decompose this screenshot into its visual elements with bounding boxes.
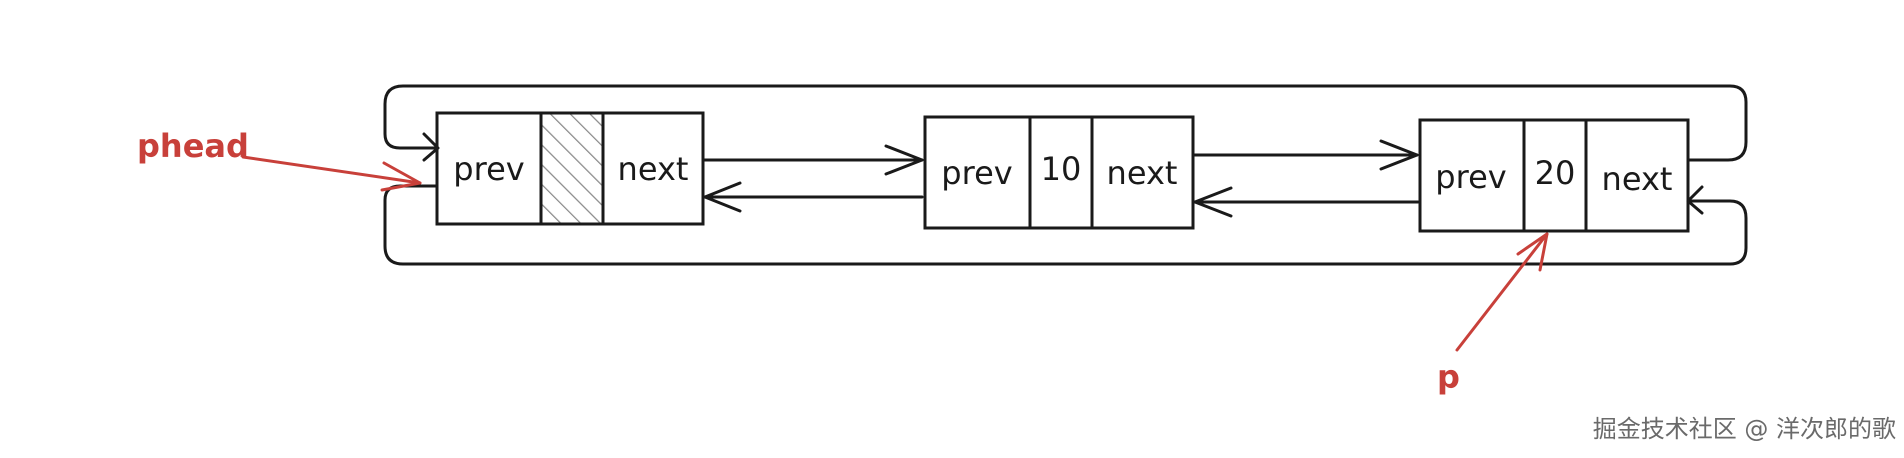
next-link-1-to-2-arrowhead [1379,139,1419,171]
node-2-prev-label: prev [1435,158,1506,196]
node-2-data-label: 20 [1535,154,1576,192]
node-2: prev 20 next [1418,118,1690,233]
node-1-prev-label: prev [941,154,1012,192]
node-1-next-label: next [1107,154,1178,192]
watermark-text: 掘金技术社区 @ 洋次郎的歌 [1593,415,1896,443]
node-head: prev next [435,111,705,226]
node-1: prev 10 next [923,115,1195,230]
node-head-next-label: next [618,150,689,188]
node-head-prev-label: prev [453,150,524,188]
node-1-data-label: 10 [1041,150,1082,188]
node-1-box [923,115,1195,230]
p-arrowhead [1516,232,1549,272]
p-arrow [1455,232,1549,352]
prev-link-1-to-0-arrowhead [703,181,742,213]
phead-arrowhead [380,161,422,192]
prev-link-2-to-1-arrowhead [1193,186,1233,218]
phead-label: phead [137,127,249,165]
phead-arrow [241,155,422,185]
node-head-data-cell [541,113,603,224]
circular-link-bottom [383,184,1748,266]
next-link-0-to-1-arrowhead [884,144,924,176]
node-2-next-label: next [1602,160,1673,198]
node-head-box [435,111,705,226]
node-2-box [1418,118,1690,233]
p-label: p [1437,358,1460,396]
circular-link-top [383,84,1748,162]
